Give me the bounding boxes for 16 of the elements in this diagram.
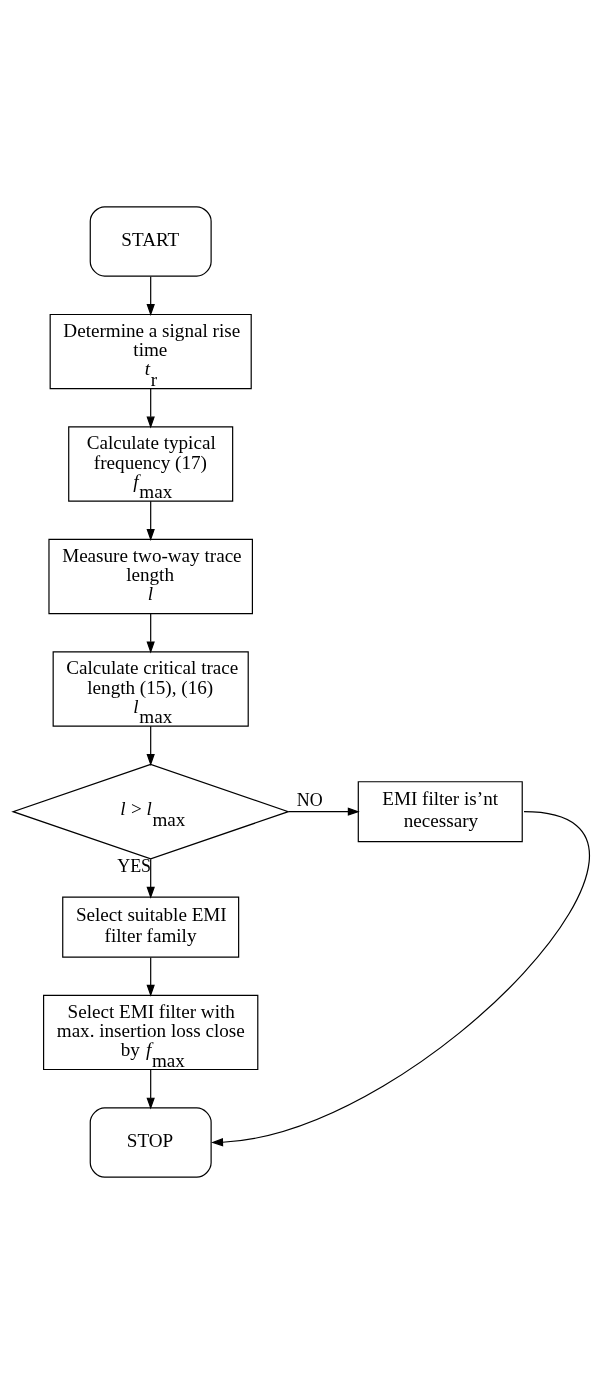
node-box: Measure two-way trace length l bbox=[48, 538, 253, 614]
node-box: STOP bbox=[89, 1106, 212, 1178]
arrow bbox=[146, 387, 155, 429]
arrow bbox=[146, 858, 155, 899]
arrow bbox=[288, 806, 360, 816]
node-box: Select suitable EMI filter family bbox=[62, 896, 240, 958]
arrow bbox=[146, 1069, 155, 1110]
edge-label: NO bbox=[296, 789, 323, 810]
arrow bbox=[146, 500, 155, 541]
arrow bbox=[146, 275, 155, 316]
arrow bbox=[146, 956, 155, 997]
arrow bbox=[146, 725, 155, 766]
node-box: EMI filter is’nt necessary bbox=[357, 780, 523, 842]
node-box: START bbox=[89, 205, 212, 277]
arrow bbox=[211, 810, 590, 1146]
arrow bbox=[146, 612, 155, 653]
